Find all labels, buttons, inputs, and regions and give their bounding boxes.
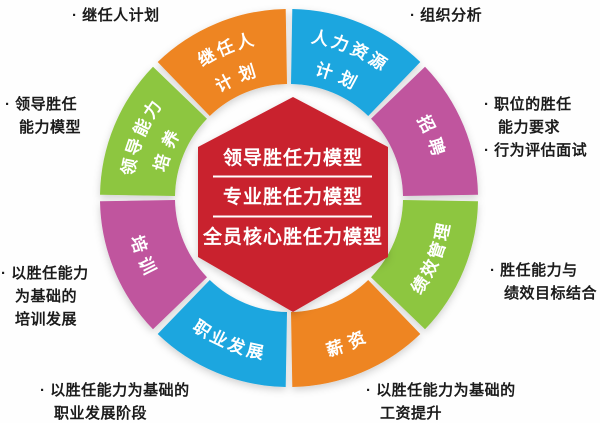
callout-line: · 职位的胜任	[484, 96, 572, 113]
callout-recruitment: · 职位的胜任 能力要求 · 行为评估面试	[484, 93, 587, 162]
wheel-segment-training	[100, 200, 207, 330]
callout-line: · 以胜任能力为基础的	[366, 382, 516, 399]
callout-line: 绩效目标结合	[504, 285, 598, 302]
callout-line: 为基础的	[15, 288, 78, 305]
callout-line: · 以胜任能力	[1, 265, 89, 282]
wheel-segment-salary	[291, 280, 421, 387]
callout-organization-analysis: · 组织分析	[410, 4, 482, 27]
center-line-professional-model: 专业胜任力模型	[223, 185, 363, 208]
callout-line: 能力要求	[498, 119, 561, 136]
wheel-segment-career-development	[157, 280, 287, 387]
callout-line: · 行为评估面试	[484, 142, 588, 159]
callout-line: · 以胜任能力为基础的	[40, 382, 190, 399]
callout-performance-management: · 胜任能力与 绩效目标结合	[490, 259, 597, 305]
callout-line: 能力模型	[19, 119, 82, 136]
center-hexagon-group: 领导胜任力模型 专业胜任力模型 全员核心胜任力模型	[198, 97, 388, 312]
wheel-segment-leadership-development	[100, 66, 207, 196]
wheel-segment-succession-planning	[157, 9, 287, 116]
callout-leadership-development: · 领导胜任 能力模型	[5, 93, 81, 139]
callout-line: 培训发展	[15, 311, 78, 328]
center-line-core-model: 全员核心胜任力模型	[202, 225, 383, 248]
callout-line: · 胜任能力与	[490, 262, 578, 279]
wheel-segment-recruitment	[371, 66, 478, 196]
center-hexagon	[198, 97, 388, 312]
callout-succession-planning: · 继任人计划	[72, 4, 160, 27]
callout-line: · 领导胜任	[5, 96, 78, 113]
center-line-leadership-model: 领导胜任力模型	[223, 146, 363, 169]
callout-career-development: · 以胜任能力为基础的 职业发展阶段	[40, 379, 190, 423]
callout-line: · 组织分析	[410, 7, 483, 24]
wheel-segment-hr-planning	[291, 9, 421, 116]
callout-salary: · 以胜任能力为基础的 工资提升	[366, 379, 516, 423]
callout-line: 工资提升	[380, 405, 443, 422]
wheel-segment-performance-management	[371, 200, 478, 330]
callout-line: · 继任人计划	[72, 7, 160, 24]
callout-training: · 以胜任能力 为基础的 培训发展	[1, 262, 89, 331]
callout-line: 职业发展阶段	[54, 405, 148, 422]
